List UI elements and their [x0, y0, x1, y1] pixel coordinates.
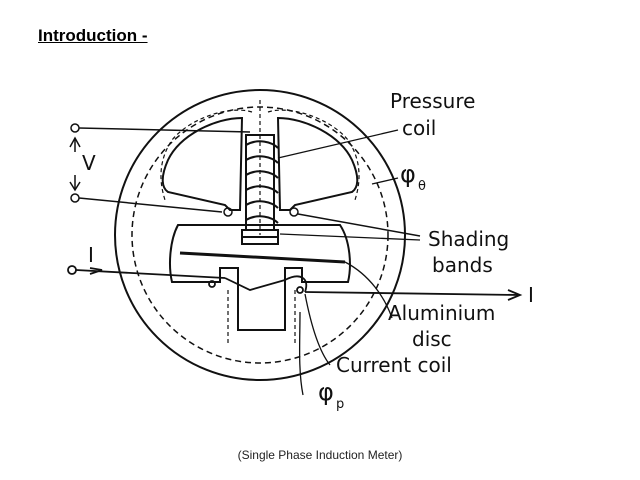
disc-label: disc — [412, 327, 452, 351]
flux-path-inner — [160, 100, 360, 345]
aluminium-disc — [179, 251, 346, 264]
magnetic-frame — [114, 89, 406, 381]
diagram-caption: (Single Phase Induction Meter) — [237, 448, 403, 462]
aluminium-label: Aluminium — [388, 301, 495, 325]
shunt-magnet-core — [161, 116, 359, 331]
p-subscript: p — [336, 397, 344, 412]
current-coil — [67, 265, 523, 301]
current-in-label: I — [88, 243, 94, 267]
shading-bands — [241, 229, 279, 245]
pressure-label: Pressure — [390, 89, 475, 113]
pressure-coil-label: coil — [402, 116, 436, 140]
theta-subscript: θ — [418, 179, 426, 194]
phi-theta-symbol: φ — [400, 160, 416, 188]
label-leaders — [277, 129, 421, 396]
phi-p-symbol: φ — [318, 378, 334, 406]
voltage-leads — [69, 123, 421, 237]
bands-label: bands — [432, 253, 493, 277]
current-out-label: I — [528, 283, 534, 307]
page-heading: Introduction - — [38, 26, 148, 45]
voltage-label: V — [82, 151, 96, 175]
shading-label: Shading — [428, 227, 509, 251]
current-coil-label: Current coil — [336, 353, 452, 377]
pressure-coil — [245, 134, 279, 231]
